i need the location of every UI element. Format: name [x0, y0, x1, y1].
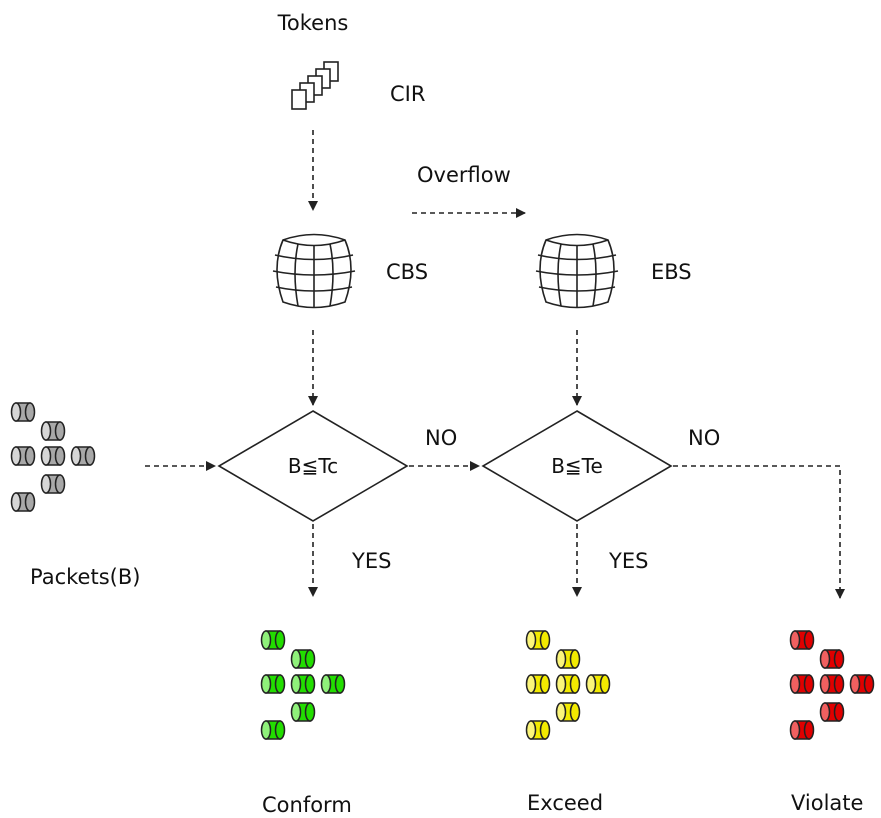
condition-tc-text: B≦Tc [288, 454, 338, 478]
yes-label-2: YES [608, 549, 648, 573]
red-packet-icon [819, 649, 845, 669]
conform-packets-group [260, 630, 346, 740]
yellow-packet-icon [585, 674, 611, 694]
gray-packet-icon [40, 421, 66, 441]
gray-packet-icon [10, 446, 36, 466]
ebs-label: EBS [651, 260, 692, 284]
gray-packet-icon [10, 402, 36, 422]
cbs-bucket-icon [272, 233, 356, 309]
exceed-label: Exceed [527, 791, 603, 815]
overflow-label: Overflow [417, 163, 511, 187]
decision-diamond-te: B≦Te [481, 410, 673, 522]
decision-diamond-tc: B≦Tc [217, 410, 409, 522]
tokens-icon [291, 61, 339, 110]
red-packet-icon [789, 674, 815, 694]
red-packet-icon [789, 720, 815, 740]
green-packet-icon [320, 674, 346, 694]
red-packet-icon [819, 702, 845, 722]
cir-label: CIR [390, 82, 425, 106]
yellow-packet-icon [555, 674, 581, 694]
gray-packet-icon [70, 446, 96, 466]
yellow-packet-icon [555, 649, 581, 669]
red-packet-icon [849, 674, 875, 694]
gray-packet-icon [10, 492, 36, 512]
green-packet-icon [260, 720, 286, 740]
yellow-packet-icon [525, 674, 551, 694]
violate-packets-group [789, 630, 875, 740]
green-packet-icon [290, 649, 316, 669]
exceed-packets-group [525, 630, 611, 740]
no-label-1: NO [425, 426, 457, 450]
yellow-packet-icon [525, 630, 551, 650]
green-packet-icon [260, 674, 286, 694]
no-label-2: NO [688, 426, 720, 450]
cbs-label: CBS [386, 260, 428, 284]
red-packet-icon [789, 630, 815, 650]
green-packet-icon [290, 702, 316, 722]
condition-te-text: B≦Te [551, 454, 603, 478]
ebs-bucket-icon [535, 233, 619, 309]
packets-label: Packets(B) [30, 565, 140, 589]
yellow-packet-icon [555, 702, 581, 722]
green-packet-icon [290, 674, 316, 694]
packets-group [10, 402, 96, 512]
gray-packet-icon [40, 474, 66, 494]
green-packet-icon [260, 630, 286, 650]
conform-label: Conform [262, 793, 352, 817]
tokens-label: Tokens [277, 11, 349, 35]
yellow-packet-icon [525, 720, 551, 740]
yes-label-1: YES [351, 549, 391, 573]
red-packet-icon [819, 674, 845, 694]
arrow-no-2 [673, 465, 845, 599]
violate-label: Violate [791, 791, 863, 815]
gray-packet-icon [40, 446, 66, 466]
